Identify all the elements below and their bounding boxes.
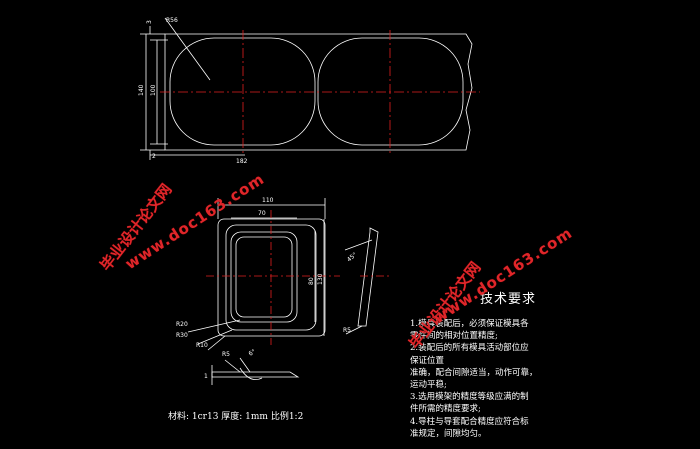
dim-r56: R56: [166, 17, 178, 24]
part-outer: [217, 218, 326, 337]
tech-item: 件所需的精度要求;: [410, 404, 481, 415]
dim-r5-detail: R5: [222, 351, 230, 358]
tech-item: 准规定，间隙均匀。: [410, 428, 487, 439]
dim-r20: R20: [176, 321, 188, 328]
tech-item: 保证位置: [410, 355, 445, 366]
dim-100: 100: [150, 84, 157, 96]
tech-item: 1.模具装配后，必须保证模具各: [410, 319, 529, 329]
dim-angle: 45°: [346, 251, 359, 263]
material-note: 材料: 1cr13 厚度: 1mm 比例1:2: [168, 412, 304, 422]
dim-130: 130: [317, 273, 324, 285]
dim-r5-section: R5: [343, 327, 351, 334]
section-profile: [357, 227, 379, 327]
blank-outline: [164, 33, 473, 151]
dim-r30: R30: [176, 332, 188, 339]
tech-item: 3.选用模架的精度等级应满的制: [410, 392, 529, 403]
dim-110: 110: [262, 197, 274, 204]
tech-item: 准确，配合间隙适当，动作可靠，: [410, 367, 538, 378]
dim-3: 3: [146, 20, 153, 24]
tech-item: 零件间的相对位置精度;: [410, 331, 498, 342]
dim-r10: R10: [196, 342, 208, 349]
tech-requirements-title: 技术要求: [480, 292, 537, 307]
dim-182: 182: [236, 158, 248, 165]
tech-item: 4.导柱与导套配合精度应符合标: [410, 416, 529, 427]
cavity-right: [317, 37, 464, 146]
dim-angle-detail: 6°: [248, 348, 257, 357]
dim-1: 1: [204, 373, 208, 380]
dim-80: 80: [308, 277, 315, 285]
tech-requirements-list: 1.模具装配后，必须保证模具各 零件间的相对位置精度; 2.装配后的所有模具活动…: [410, 318, 610, 440]
dim-70: 70: [258, 210, 266, 217]
cavity-left: [169, 37, 316, 146]
tech-item: 2.装配后的所有模具活动部位应: [410, 343, 529, 354]
tech-item: 运动平稳;: [410, 380, 447, 391]
dim-140: 140: [138, 84, 145, 96]
dim-2: 2: [152, 153, 156, 160]
